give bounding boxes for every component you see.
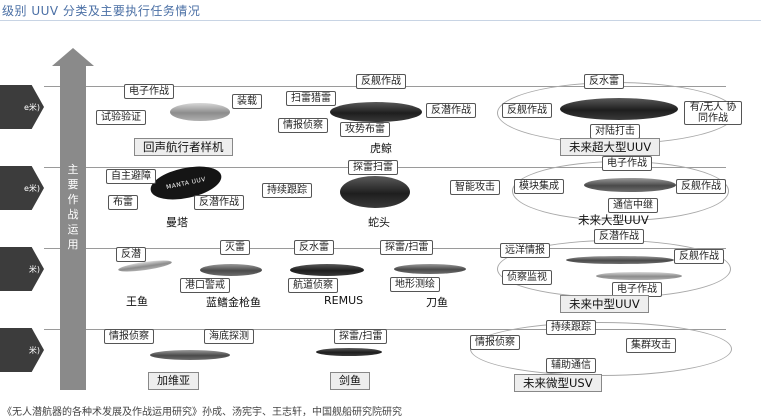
band-line bbox=[86, 167, 726, 168]
tag-mine-detection-sweeping: 探雷/扫雷 bbox=[380, 240, 434, 255]
tag-offensive-mining: 攻势布雷 bbox=[340, 122, 390, 137]
vehicle-name-swordfish: 剑鱼 bbox=[330, 372, 370, 390]
band-line bbox=[86, 86, 726, 87]
vehicle-name-future-super-large: 未来超大型UUV bbox=[560, 138, 661, 156]
gavia-vehicle bbox=[150, 350, 230, 360]
tag-terrain-mapping: 地形测绘 bbox=[390, 277, 440, 292]
tag-payload: 装载 bbox=[232, 94, 262, 109]
tag-intel-recon: 情报侦察 bbox=[278, 118, 328, 133]
tag-anti-ship: 反舰作战 bbox=[676, 179, 726, 194]
tag-harbor-security: 港口警戒 bbox=[180, 278, 230, 293]
vehicle-name-echo-voyager: 回声航行者样机 bbox=[134, 138, 233, 156]
orca-vehicle bbox=[330, 102, 422, 122]
echo-voyager-vehicle bbox=[170, 103, 230, 121]
tag-mine-detection-sweeping: 探雷/扫雷 bbox=[334, 329, 388, 344]
vehicle-name-gavia: 加维亚 bbox=[148, 372, 199, 390]
axis-label: 主要作 战运用 bbox=[67, 163, 79, 251]
vehicle-name-future-medium: 未来中型UUV bbox=[560, 295, 649, 313]
knifefish-vehicle bbox=[394, 264, 466, 274]
bluefin-vehicle bbox=[200, 264, 262, 276]
tag-comm-relay: 通信中继 bbox=[608, 198, 658, 213]
tag-mine-destruction: 灭雷 bbox=[220, 240, 250, 255]
tag-mine-countermeasure: 反水雷 bbox=[584, 74, 624, 89]
band-line bbox=[86, 329, 726, 330]
band-tab-extra-large: e米) bbox=[0, 85, 44, 129]
future-large-uuv-vehicle bbox=[584, 178, 676, 192]
tag-anti-submarine: 反潜作战 bbox=[194, 195, 244, 210]
tag-mine-laying: 布雷 bbox=[108, 195, 138, 210]
band-tab-small: 米) bbox=[0, 328, 44, 372]
future-super-large-uuv-vehicle bbox=[560, 98, 678, 120]
vehicle-name-bluefin: 蓝鳍金枪鱼 bbox=[206, 296, 261, 309]
band-tab-medium: 米) bbox=[0, 247, 44, 291]
tag-swarm-attack: 集群攻击 bbox=[626, 338, 676, 353]
tag-anti-submarine: 反潜 bbox=[116, 247, 146, 262]
swordfish-vehicle bbox=[316, 348, 382, 356]
tag-anti-submarine: 反潜作战 bbox=[426, 103, 476, 118]
vehicle-name-orca: 虎鲸 bbox=[370, 142, 392, 155]
tag-electronic-warfare: 电子作战 bbox=[124, 84, 174, 99]
tag-manned-unmanned: 有/无人 协同作战 bbox=[684, 101, 742, 125]
tag-anti-ship: 反舰作战 bbox=[356, 74, 406, 89]
tag-anti-ship: 反舰作战 bbox=[674, 249, 724, 264]
vehicle-name-future-micro: 未来微型USV bbox=[514, 374, 602, 392]
future-medium-uuv-vehicle bbox=[566, 256, 674, 264]
tag-modular-integration: 模块集成 bbox=[514, 179, 564, 194]
title-divider bbox=[0, 20, 761, 21]
tag-mine-countermeasure: 反水雷 bbox=[294, 240, 334, 255]
tag-test-verification: 试验验证 bbox=[96, 110, 146, 125]
vehicle-name-snakehead: 蛇头 bbox=[368, 216, 390, 229]
axis-arrow-shaft bbox=[60, 60, 86, 390]
future-medium-uuv-vehicle-2 bbox=[596, 272, 682, 280]
tag-obstacle-avoidance: 自主避障 bbox=[106, 169, 156, 184]
tag-persistent-tracking: 持续跟踪 bbox=[262, 183, 312, 198]
tag-electronic-warfare: 电子作战 bbox=[602, 156, 652, 171]
vehicle-name-remus: REMUS bbox=[324, 294, 364, 307]
remus-vehicle bbox=[290, 264, 364, 276]
tag-persistent-tracking: 持续跟踪 bbox=[546, 320, 596, 335]
tag-channel-recon: 航道侦察 bbox=[288, 278, 338, 293]
tag-recon-surveillance: 侦察监视 bbox=[502, 270, 552, 285]
tag-smart-attack: 智能攻击 bbox=[450, 180, 500, 195]
vehicle-name-future-large: 未来大型UUV bbox=[578, 213, 649, 227]
source-footnote: 《无人潜航器的各种术发展及作战运用研究》孙成、汤宪宇、王志轩，中国舰船研究院研究 bbox=[2, 407, 402, 418]
band-tab-large: e米) bbox=[0, 166, 44, 210]
tag-mine-detection: 探雷扫雷 bbox=[348, 160, 398, 175]
vehicle-name-manta: 曼塔 bbox=[166, 216, 188, 229]
vehicle-name-knifefish: 刀鱼 bbox=[426, 296, 448, 309]
page-title: 级别 UUV 分类及主要执行任务情况 bbox=[2, 4, 201, 18]
tag-anti-ship: 反舰作战 bbox=[502, 103, 552, 118]
vehicle-name-kingfish: 王鱼 bbox=[126, 295, 148, 308]
tag-auxiliary-comm: 辅助通信 bbox=[546, 358, 596, 373]
tag-ocean-intel: 远洋情报 bbox=[500, 243, 550, 258]
tag-mine-hunting: 扫雷猎雷 bbox=[286, 91, 336, 106]
tag-land-attack: 对陆打击 bbox=[590, 124, 640, 139]
tag-intel-recon: 情报侦察 bbox=[470, 335, 520, 350]
tag-seabed-exploration: 海底探测 bbox=[204, 329, 254, 344]
tag-anti-submarine: 反潜作战 bbox=[594, 229, 644, 244]
tag-intel-recon: 情报侦察 bbox=[104, 329, 154, 344]
snakehead-vehicle bbox=[340, 176, 410, 208]
